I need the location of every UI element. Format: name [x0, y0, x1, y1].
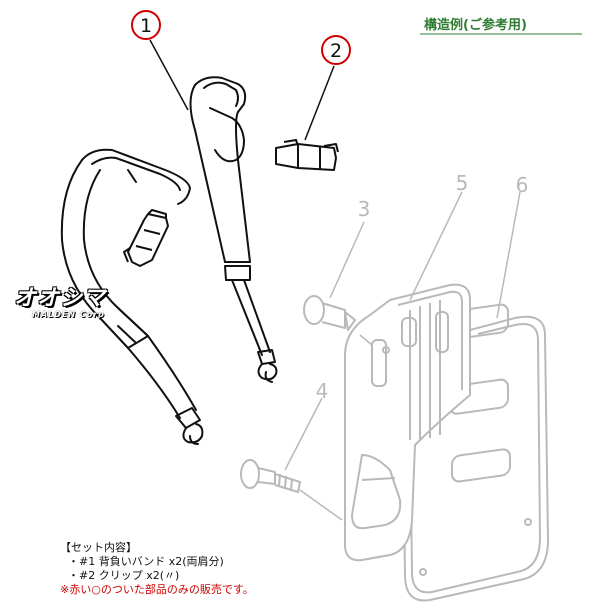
part-number-2: 2: [330, 40, 342, 62]
set-contents-title: 【セット内容】: [60, 541, 137, 554]
part-2-clip-right: [275, 139, 339, 171]
watermark-main-text: オオシマ: [14, 286, 107, 311]
leader-4: [284, 397, 323, 471]
watermark-sub-text: MALDEN Corp: [32, 310, 105, 319]
leader-3: [329, 221, 365, 299]
set-contents-note: ※赤い○のついた部品のみの販売です。: [60, 583, 254, 596]
part-number-6: 6: [516, 173, 529, 197]
part-number-1: 1: [140, 15, 152, 37]
part-1-shoulder-strap-right: [189, 76, 278, 383]
set-contents-line-1: ・#1 背負いバンド x2(両肩分): [68, 555, 224, 568]
highlight-circle-1: [131, 10, 161, 40]
highlight-circle-2: [321, 35, 351, 65]
leader-5: [409, 191, 463, 301]
part-5-frame: [344, 283, 471, 562]
part-1-shoulder-strap-left: [60, 148, 204, 445]
part-number-3: 3: [358, 197, 371, 221]
part-4-screw: [240, 459, 301, 493]
leader-6: [496, 191, 521, 319]
leader-2: [304, 65, 335, 141]
part-number-5: 5: [456, 171, 469, 195]
part-3-knob: [303, 295, 356, 331]
set-contents-caption: 【セット内容】 ・#1 背負いバンド x2(両肩分) ・#2 クリップ x2(〃…: [60, 541, 254, 597]
gray-leader-lines: [284, 191, 521, 521]
set-contents-line-2: ・#2 クリップ x2(〃): [68, 569, 180, 582]
leader-1: [149, 39, 189, 111]
part-number-4: 4: [316, 379, 329, 403]
black-leader-lines: [149, 39, 335, 141]
watermark-logo: オオシマ MALDEN Corp: [14, 280, 106, 319]
structure-example-label: 構造例(ご参考用): [424, 18, 527, 33]
part-2-clip-left: [123, 209, 169, 267]
